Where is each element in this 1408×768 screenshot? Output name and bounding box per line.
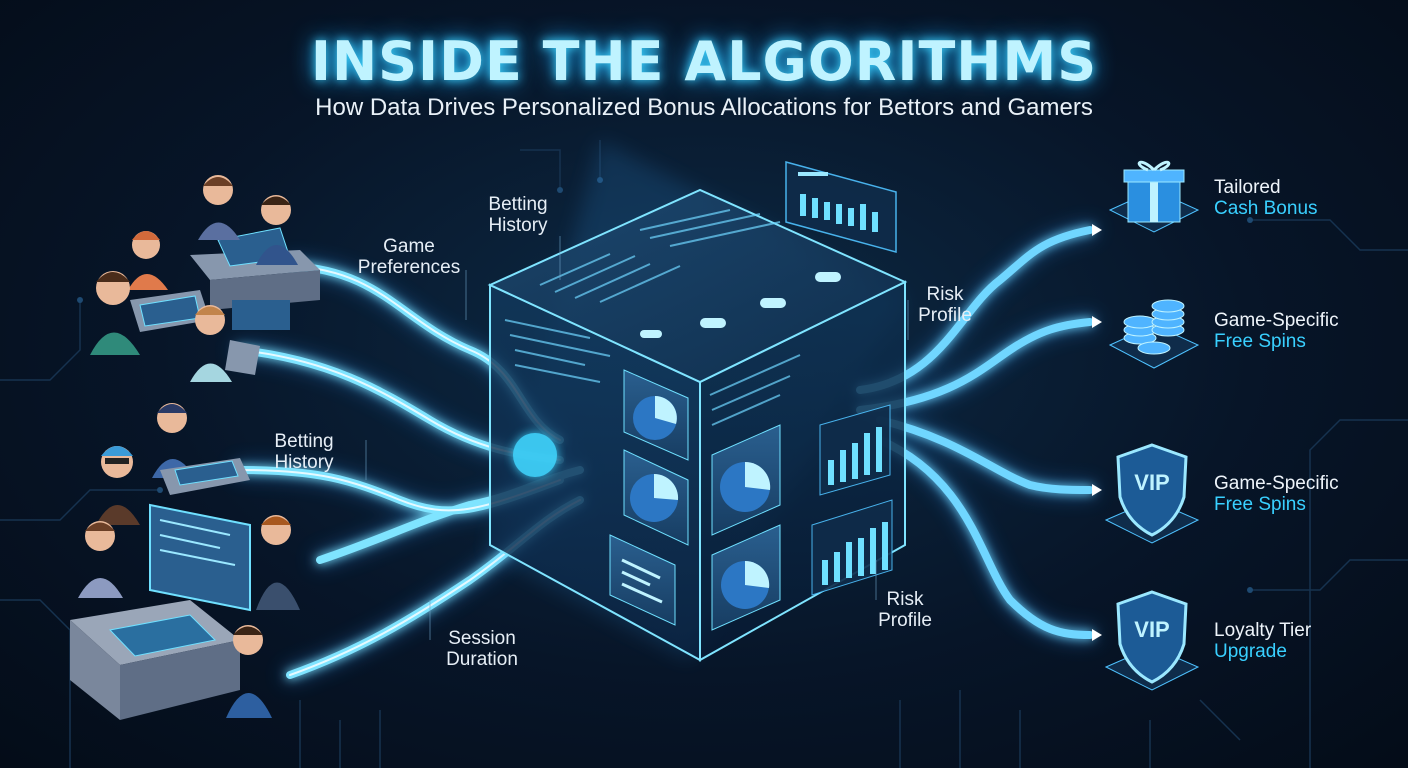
cube-left-code: [504, 319, 611, 383]
cube-top-face: [487, 188, 908, 384]
workstation-group-middle: [78, 403, 250, 598]
cube-right-tiles: [709, 354, 801, 631]
label-betting-history-left: Betting History: [274, 431, 334, 473]
vip-shield-icon: [1104, 590, 1200, 691]
cube-flow-nodes: [640, 272, 841, 338]
page-title: INSIDE THE ALGORITHMS: [310, 30, 1098, 93]
label-betting-history-top: Betting History: [488, 194, 548, 236]
label-leaders: [365, 236, 909, 640]
cube-code-top: [539, 209, 781, 303]
vip-shield-icon: [1104, 443, 1200, 544]
label-session-duration: Session Duration: [446, 628, 518, 670]
coin-stack-icon: [1108, 299, 1200, 369]
label-risk-profile-bottom: Risk Profile: [878, 589, 932, 631]
output-streams: [853, 223, 1102, 642]
vip-badge-text: VIP: [1134, 470, 1169, 495]
label-game-preferences: Game Preferences: [357, 236, 461, 278]
workstation-group-top: [90, 175, 320, 382]
floating-panel-top: [785, 161, 897, 253]
output-loyalty-tier: Loyalty Tier Upgrade: [1214, 620, 1312, 662]
data-cube: [487, 140, 908, 662]
workstation-group-bottom: [70, 503, 300, 720]
vip-badge-text: VIP: [1134, 617, 1169, 642]
gift-box-icon: [1108, 160, 1200, 233]
output-tailored-cash-bonus: Tailored Cash Bonus: [1214, 177, 1318, 219]
bar-panel-lower: [811, 499, 893, 596]
processing-orb: [513, 433, 557, 477]
output-free-spins-2: Game-Specific Free Spins: [1214, 473, 1339, 515]
cube-left-tiles: [513, 369, 689, 626]
output-free-spins-1: Game-Specific Free Spins: [1214, 310, 1339, 352]
bar-panel-upper: [819, 404, 891, 496]
label-risk-profile-top: Risk Profile: [918, 284, 972, 326]
page-subtitle: How Data Drives Personalized Bonus Alloc…: [315, 94, 1093, 121]
